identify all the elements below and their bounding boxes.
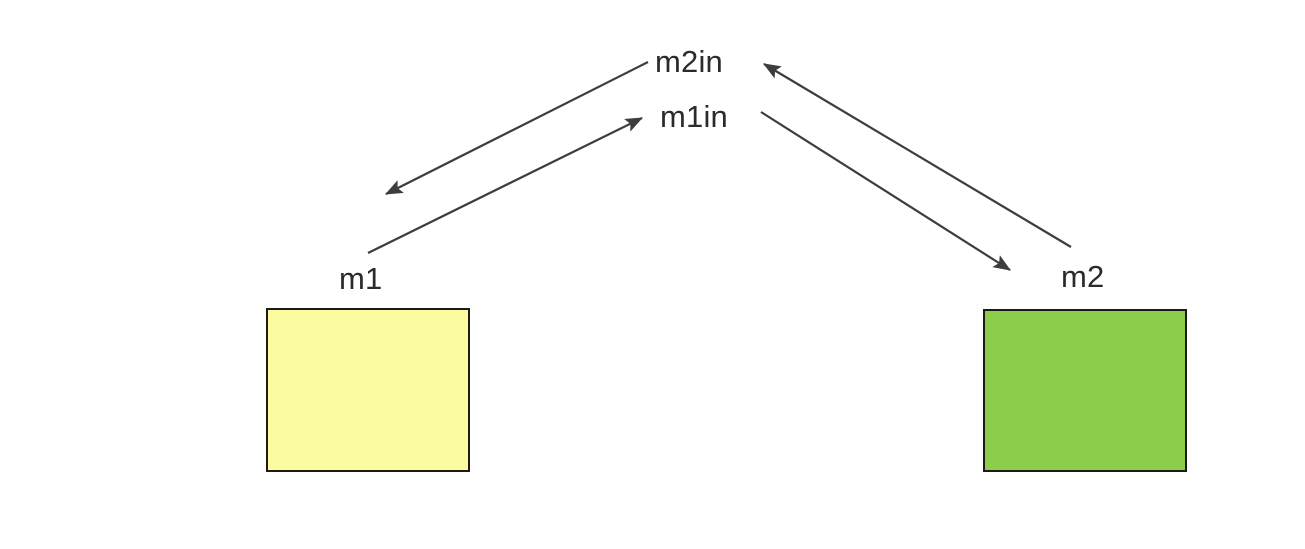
arrow-m2in-to-m1 <box>385 61 649 195</box>
interface-label-m2in: m2in <box>655 44 723 79</box>
node-label-m1: m1 <box>339 261 383 296</box>
node-box-m2[interactable] <box>983 309 1187 472</box>
arrow-m1-to-m1in <box>367 117 643 254</box>
node-box-m1[interactable] <box>266 308 470 472</box>
interface-label-m1in: m1in <box>660 99 728 134</box>
arrow-m1in-to-m2 <box>760 111 1011 271</box>
node-label-m2: m2 <box>1061 259 1105 294</box>
arrow-m2-to-m2in <box>763 63 1072 248</box>
